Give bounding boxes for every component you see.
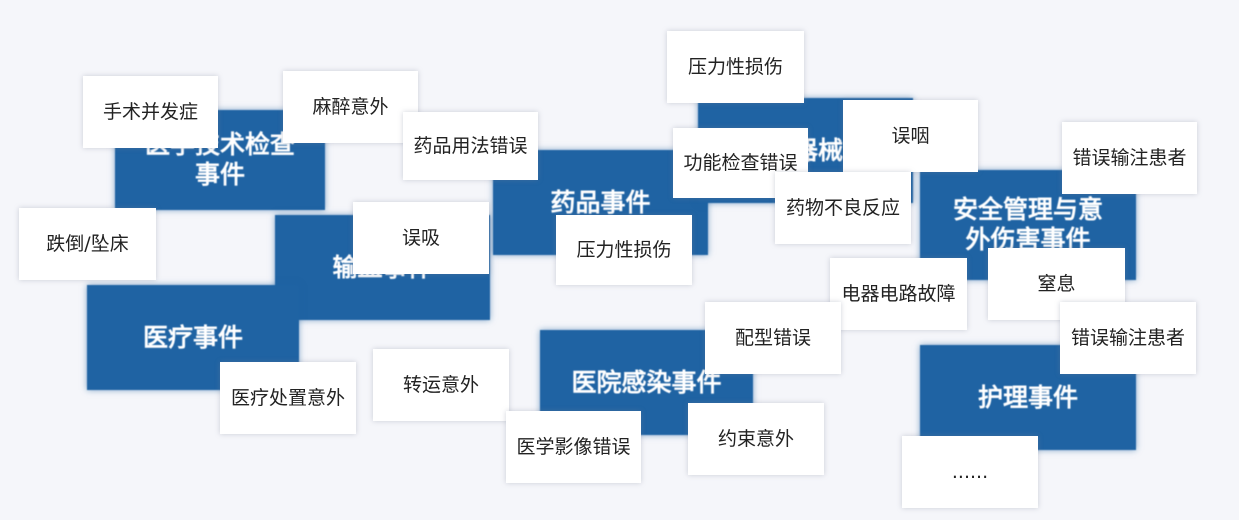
tag-pressure-injury-mid: 压力性损伤 bbox=[556, 215, 692, 285]
tag-anesthesia-accident: 麻醉意外 bbox=[283, 71, 418, 143]
tag-transport-accident: 转运意外 bbox=[373, 349, 509, 421]
tag-restraint-accident: 约束意外 bbox=[688, 403, 824, 475]
tag-treatment-accident: 医疗处置意外 bbox=[220, 362, 356, 434]
tag-surgery-complication: 手术并发症 bbox=[83, 76, 218, 148]
tag-suffocation: 窒息 bbox=[988, 248, 1125, 320]
tag-adverse-drug-reaction: 药物不良反应 bbox=[775, 172, 911, 244]
tag-more: ...... bbox=[902, 436, 1038, 508]
tag-choking: 误咽 bbox=[843, 100, 978, 172]
tag-type-match-error: 配型错误 bbox=[705, 302, 841, 374]
tag-fall-bed: 跌倒/坠床 bbox=[19, 208, 156, 280]
tag-electrical-failure: 电器电路故障 bbox=[830, 258, 967, 330]
tag-imaging-error: 医学影像错误 bbox=[506, 411, 641, 483]
tag-pressure-injury-top: 压力性损伤 bbox=[667, 31, 804, 103]
tag-wrong-infusion-top: 错误输注患者 bbox=[1062, 122, 1197, 194]
tag-drug-usage-error: 药品用法错误 bbox=[403, 112, 538, 180]
tag-aspiration: 误吸 bbox=[353, 202, 489, 274]
category-nursing: 护理事件 bbox=[920, 345, 1136, 450]
tag-wrong-infusion-bottom: 错误输注患者 bbox=[1060, 302, 1196, 374]
